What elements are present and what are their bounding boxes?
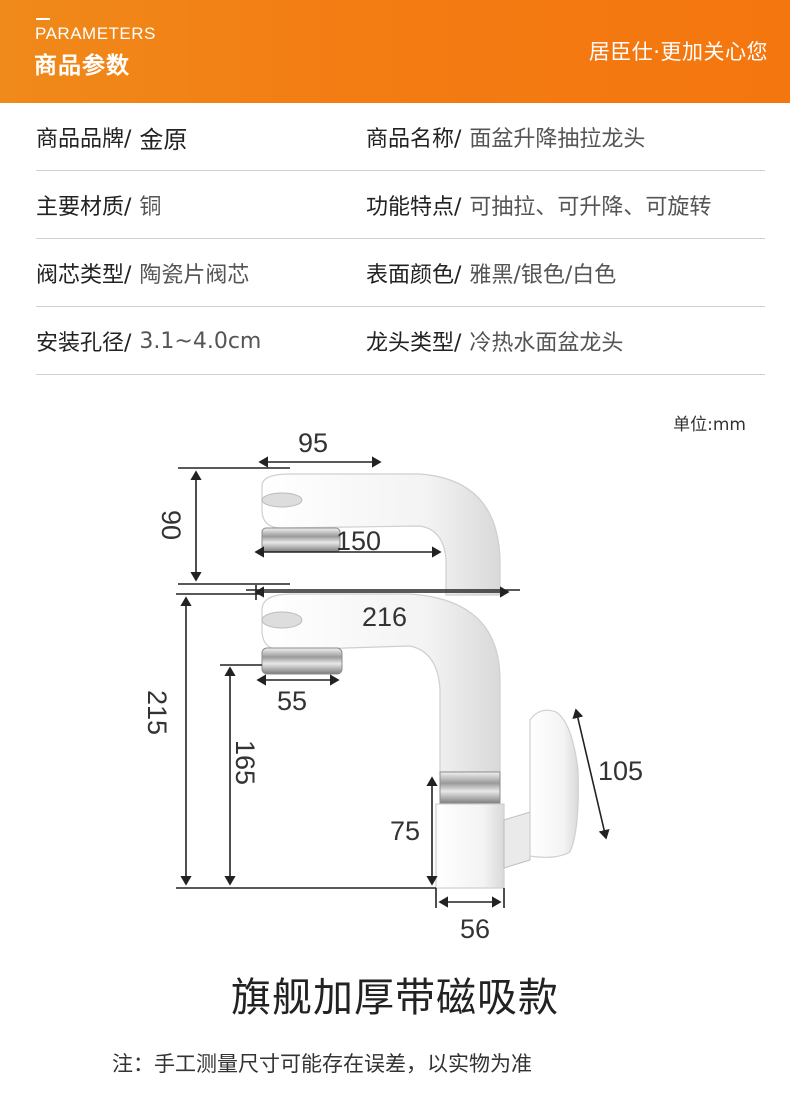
params-row: 安装孔径/3.1~4.0cm 龙头类型/冷热水面盆龙头 bbox=[36, 307, 765, 375]
faucet-image bbox=[261, 593, 579, 889]
header-en-title: PARAMETERS bbox=[35, 24, 156, 43]
param-key: 阀芯类型/ bbox=[36, 263, 132, 288]
dim-90: 90 bbox=[156, 510, 186, 540]
dim-105: 105 bbox=[598, 756, 643, 786]
param-value: 陶瓷片阀芯 bbox=[139, 263, 250, 288]
param-value: 可抽拉、可升降、可旋转 bbox=[469, 195, 712, 220]
params-table: 商品品牌/金原 商品名称/面盆升降抽拉龙头 主要材质/铜 功能特点/可抽拉、可升… bbox=[36, 103, 765, 375]
unit-label: 单位:mm bbox=[673, 415, 746, 435]
param-value: 面盆升降抽拉龙头 bbox=[469, 127, 646, 152]
dim-215: 215 bbox=[142, 690, 172, 735]
param-key: 商品名称/ bbox=[366, 127, 462, 152]
param-key: 表面颜色/ bbox=[366, 263, 462, 288]
header-banner: PARAMETERS 商品参数 居臣仕·更加关心您 bbox=[0, 0, 790, 103]
params-row: 商品品牌/金原 商品名称/面盆升降抽拉龙头 bbox=[36, 103, 765, 171]
header-dash bbox=[36, 18, 50, 20]
measurement-note: 注：手工测量尺寸可能存在误差，以实物为准 bbox=[112, 1052, 532, 1076]
dim-56: 56 bbox=[460, 914, 490, 944]
param-key: 主要材质/ bbox=[36, 195, 132, 220]
dim-75: 75 bbox=[390, 816, 420, 846]
param-key: 安装孔径/ bbox=[36, 331, 132, 356]
param-value: 金原 bbox=[139, 125, 188, 154]
dim-95: 95 bbox=[298, 428, 328, 458]
param-value: 雅黑/银色/白色 bbox=[469, 263, 617, 288]
dim-55: 55 bbox=[277, 686, 307, 716]
header-cn-title: 商品参数 bbox=[34, 53, 130, 79]
dim-216: 216 bbox=[362, 602, 407, 632]
param-value: 冷热水面盆龙头 bbox=[469, 331, 624, 356]
dim-150: 150 bbox=[336, 526, 381, 556]
params-row: 主要材质/铜 功能特点/可抽拉、可升降、可旋转 bbox=[36, 171, 765, 239]
header-slogan: 居臣仕·更加关心您 bbox=[588, 40, 768, 64]
param-key: 商品品牌/ bbox=[36, 127, 132, 152]
param-value: 铜 bbox=[139, 195, 162, 220]
param-value: 3.1~4.0cm bbox=[139, 328, 262, 354]
params-row: 阀芯类型/陶瓷片阀芯 表面颜色/雅黑/银色/白色 bbox=[36, 239, 765, 307]
raised-spout-image bbox=[261, 473, 501, 596]
dim-165: 165 bbox=[230, 740, 260, 785]
param-key: 龙头类型/ bbox=[366, 331, 462, 356]
dimension-lines bbox=[176, 456, 610, 908]
product-subtitle: 旗舰加厚带磁吸款 bbox=[231, 975, 559, 1021]
faucet-dimension-diagram: 95 90 150 216 215 165 55 105 75 56 bbox=[142, 428, 643, 944]
param-key: 功能特点/ bbox=[366, 195, 462, 220]
